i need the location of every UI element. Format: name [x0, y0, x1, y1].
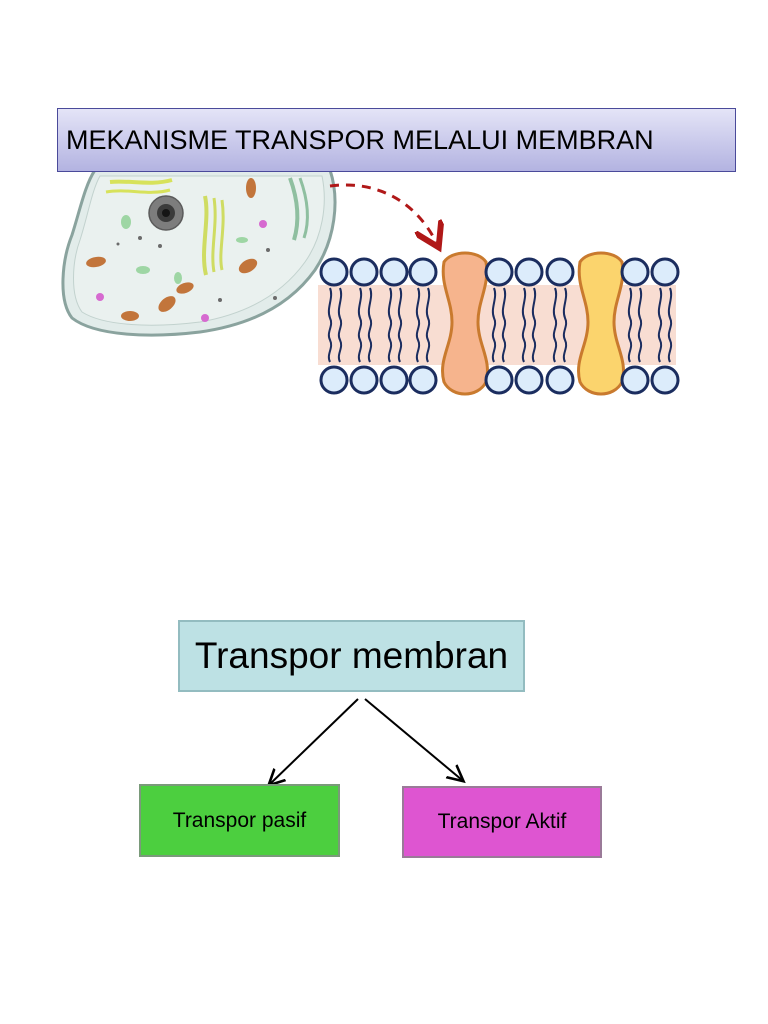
- diagram-root-node: Transpor membran: [178, 620, 525, 692]
- cell-illustration: [61, 168, 337, 337]
- diagram-child-pasif: Transpor pasif: [139, 784, 340, 857]
- mitochondrion: [86, 256, 106, 268]
- zoom-arrow: [329, 183, 436, 242]
- page-title: MEKANISME TRANSPOR MELALUI MEMBRAN: [57, 108, 736, 172]
- connector-arrow-aktif: [364, 698, 462, 780]
- diagram-child-aktif: Transpor Aktif: [402, 786, 602, 858]
- connector-arrow-pasif: [270, 698, 359, 784]
- membrane-bilayer: [318, 251, 680, 396]
